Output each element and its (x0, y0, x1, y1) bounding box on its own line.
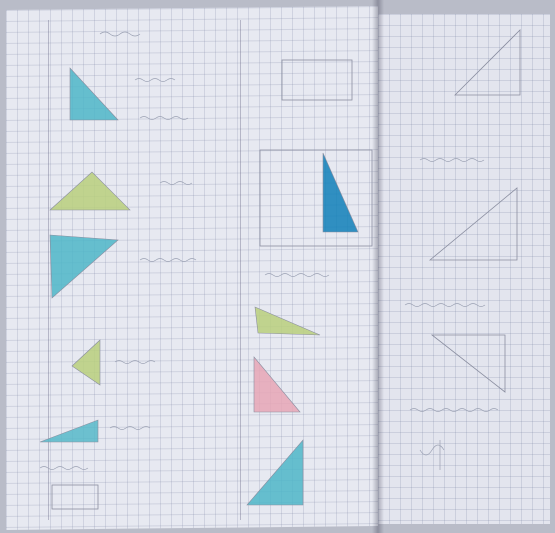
lime-triangle-center (254, 306, 321, 336)
pencil-box-around-triangle (259, 149, 373, 247)
pencil-box-top-center (281, 59, 353, 101)
handwriting-scribble (139, 258, 197, 262)
notebook-right-page (378, 14, 550, 524)
handwriting-scribble (409, 408, 499, 412)
center-ruled-line (240, 20, 241, 520)
left-margin-line (48, 20, 49, 520)
handwriting-scribble (159, 181, 193, 185)
handwriting-scribble (419, 440, 445, 470)
teal-triangle-large-left (49, 234, 119, 299)
lime-triangle-left (49, 171, 131, 211)
teal-triangle-bottom-center (246, 439, 304, 506)
deep-blue-triangle-center (322, 152, 359, 233)
pink-triangle-center (253, 356, 301, 413)
teal-triangle-bottom-left (39, 419, 99, 443)
notebook-binding (372, 0, 384, 533)
pencil-triangle-3 (430, 334, 506, 393)
lime-triangle-small-left (71, 339, 101, 386)
handwriting-scribble (264, 273, 330, 277)
handwriting-scribble (99, 31, 141, 37)
pencil-triangle-1 (454, 29, 521, 96)
teal-triangle-top-left (69, 67, 119, 121)
handwriting-scribble (114, 360, 156, 364)
handwriting-scribble (404, 303, 486, 307)
handwriting-scribble (109, 426, 151, 430)
pencil-triangle-2 (428, 187, 518, 261)
handwriting-scribble (39, 466, 89, 470)
pencil-rectangle (51, 484, 99, 510)
handwriting-scribble (419, 158, 485, 162)
handwriting-scribble (139, 116, 189, 120)
handwriting-scribble (134, 78, 176, 82)
